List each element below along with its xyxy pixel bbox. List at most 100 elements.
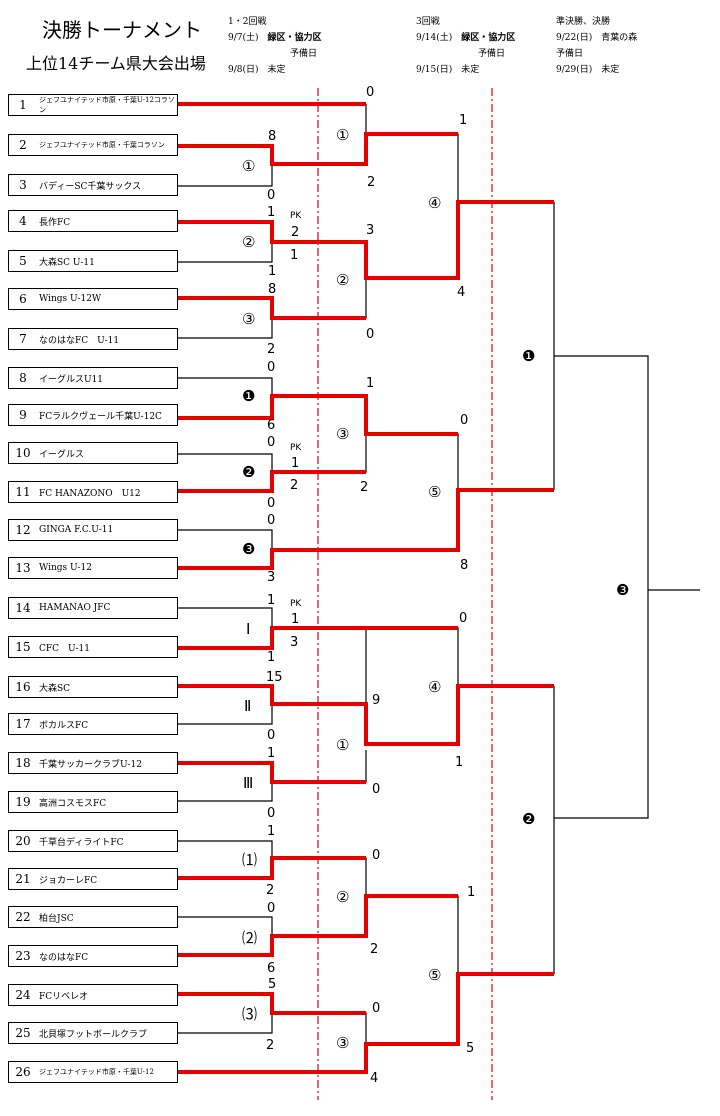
score: 0 bbox=[459, 611, 468, 626]
team-number: 12 bbox=[15, 523, 31, 537]
schedule-round3-label: 3回戦 bbox=[416, 17, 440, 27]
team-number: 13 bbox=[15, 561, 31, 575]
match-label: ❸ bbox=[616, 581, 630, 599]
team-name: 大森SC U-11 bbox=[39, 257, 95, 268]
score: 5 bbox=[466, 1041, 475, 1056]
team-number: 18 bbox=[15, 756, 31, 770]
schedule-round3-date1: 9/14(土) bbox=[416, 33, 453, 43]
schedule-round3: 3回戦 9/14(土) 緑区・協力区 予備日 9/15(日) 未定 bbox=[416, 14, 515, 78]
schedule-round3-venue1: 緑区・協力区 bbox=[461, 33, 516, 43]
match-label: ③ bbox=[336, 1034, 350, 1052]
match-label: ❷ bbox=[242, 463, 256, 481]
team-row: 13 Wings U-12 bbox=[8, 557, 178, 579]
page-subtitle: 上位14チーム県大会出場 bbox=[26, 54, 206, 73]
team-row: 5 大森SC U-11 bbox=[8, 250, 178, 272]
team-name: なのはなFC bbox=[39, 952, 89, 963]
team-name: ジェフユナイテッド市原・千葉コラソン bbox=[39, 141, 165, 149]
team-name: 北貝塚フットボールクラブ bbox=[39, 1029, 148, 1040]
match-label: ❶ bbox=[522, 347, 536, 365]
team-name: 高洲コスモスFC bbox=[39, 798, 107, 809]
score: 1 bbox=[291, 456, 300, 471]
score: 0 bbox=[372, 782, 381, 797]
team-name: HAMANAO JFC bbox=[39, 603, 111, 613]
team-number: 1 bbox=[19, 98, 27, 112]
team-number: 8 bbox=[19, 371, 27, 385]
schedule-round3-date2: 9/15(日) bbox=[416, 65, 453, 75]
match-label: Ⅲ bbox=[243, 774, 254, 792]
score: 4 bbox=[370, 1071, 379, 1086]
team-name: 長作FC bbox=[39, 217, 71, 228]
match-label: ④ bbox=[428, 194, 442, 212]
score: 3 bbox=[267, 570, 276, 585]
score: 0 bbox=[267, 901, 276, 916]
team-name: なのはなFC U-11 bbox=[39, 335, 120, 346]
team-name: 大森SC bbox=[39, 683, 71, 694]
score: 1 bbox=[459, 113, 468, 128]
score: 1 bbox=[467, 885, 476, 900]
score: 6 bbox=[267, 418, 276, 433]
score: 6 bbox=[267, 961, 276, 976]
score: 0 bbox=[267, 728, 276, 743]
score: 2 bbox=[370, 942, 379, 957]
score: 2 bbox=[290, 478, 299, 493]
schedule-round12-venue2: 未定 bbox=[267, 65, 286, 75]
team-row: 7 なのはなFC U-11 bbox=[8, 328, 178, 350]
team-name: Wings U-12 bbox=[39, 563, 92, 573]
score: 0 bbox=[366, 85, 375, 100]
schedule-round12-venue1: 緑区・協力区 bbox=[267, 33, 322, 43]
score: 1 bbox=[366, 376, 375, 391]
team-name: イーグルス bbox=[39, 449, 85, 460]
match-label: ③ bbox=[336, 425, 350, 443]
score: 1 bbox=[267, 650, 276, 665]
team-number: 5 bbox=[19, 254, 27, 268]
score: 2 bbox=[291, 225, 300, 240]
team-name: ジョカーレFC bbox=[39, 875, 98, 886]
team-name: 千草台ディライトFC bbox=[39, 837, 124, 848]
team-name: FCラルクヴェール千葉U-12C bbox=[39, 411, 162, 422]
match-label: ❷ bbox=[522, 810, 536, 828]
score: 1 bbox=[290, 248, 299, 263]
team-number: 25 bbox=[15, 1026, 31, 1040]
bracket-winner-lines bbox=[178, 102, 554, 1074]
team-number: 7 bbox=[19, 332, 27, 346]
match-label: ❶ bbox=[242, 387, 256, 405]
team-name: ジェフユナイテッド市原・千葉U-12コラソン bbox=[39, 96, 175, 114]
match-label: ❸ bbox=[242, 540, 256, 558]
score: 1 bbox=[291, 612, 300, 627]
schedule-final-date1: 9/22(日) bbox=[556, 33, 593, 43]
team-name: ボカルスFC bbox=[39, 720, 89, 731]
team-number: 16 bbox=[15, 680, 31, 694]
team-name: バディーSC千葉サックス bbox=[39, 181, 142, 192]
schedule-round12-date2: 9/8(日) bbox=[228, 65, 259, 75]
score: 9 bbox=[372, 693, 381, 708]
schedule-round12: 1・2回戦 9/7(土) 緑区・協力区 予備日 9/8(日) 未定 bbox=[228, 14, 322, 78]
score: 0 bbox=[372, 1001, 381, 1016]
team-number: 17 bbox=[15, 717, 31, 731]
page-title: 決勝トーナメント bbox=[42, 18, 202, 42]
team-number: 22 bbox=[15, 910, 31, 924]
score: 0 bbox=[267, 360, 276, 375]
score: 2 bbox=[266, 883, 275, 898]
score: 1 bbox=[268, 264, 277, 279]
score: 3 bbox=[366, 223, 375, 238]
score: 1 bbox=[267, 824, 276, 839]
match-label: ② bbox=[242, 233, 256, 251]
team-number: 11 bbox=[15, 485, 31, 499]
score: 4 bbox=[457, 285, 466, 300]
team-name: 千葉サッカークラブU-12 bbox=[39, 759, 142, 770]
score: 0 bbox=[372, 848, 381, 863]
match-label: ① bbox=[336, 736, 350, 754]
match-label: ⑴ bbox=[242, 851, 258, 869]
score: 0 bbox=[460, 413, 469, 428]
score: 0 bbox=[267, 496, 276, 511]
